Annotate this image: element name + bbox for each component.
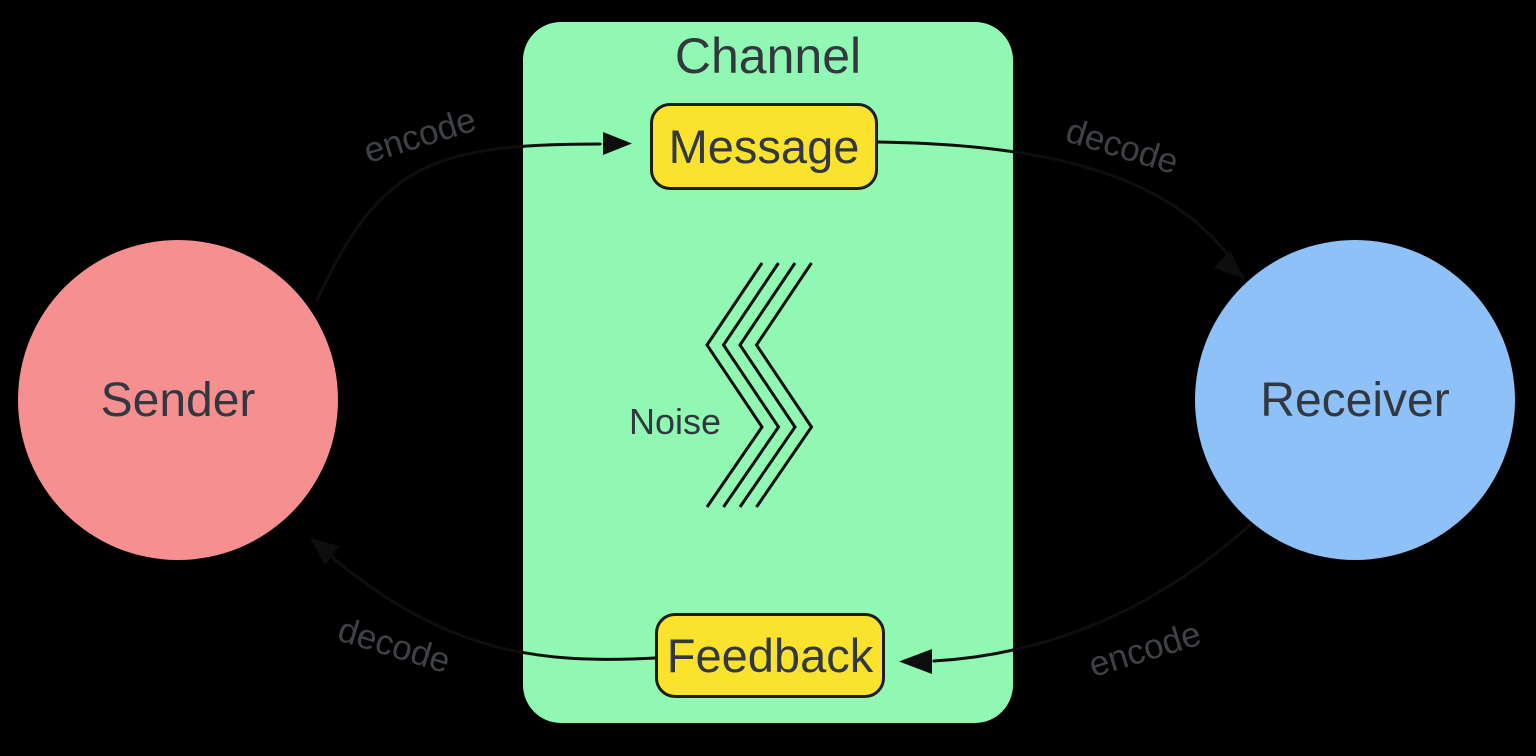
sender-label: Sender (100, 373, 256, 427)
noise-zigzag-icon (705, 262, 814, 508)
arrowhead-into-message (603, 132, 632, 155)
receiver-label: Receiver (1260, 373, 1450, 427)
message-label: Message (668, 120, 860, 173)
edge-feedback-to-sender (313, 540, 657, 661)
feedback-label: Feedback (666, 629, 874, 682)
sender-node: Sender (18, 240, 338, 560)
edge-message-to-receiver (876, 140, 1245, 280)
arrowhead-into-feedback (899, 649, 932, 674)
feedback-node: Feedback (655, 613, 885, 698)
arrowhead-into-receiver (1214, 250, 1243, 278)
edge-sender-to-message (315, 142, 602, 302)
noise-label: Noise (628, 401, 722, 442)
message-node: Message (650, 103, 878, 190)
arrowhead-into-sender (310, 538, 339, 565)
channel-label: Channel (674, 28, 862, 84)
edge-receiver-to-feedback (932, 523, 1252, 663)
receiver-node: Receiver (1195, 240, 1515, 560)
